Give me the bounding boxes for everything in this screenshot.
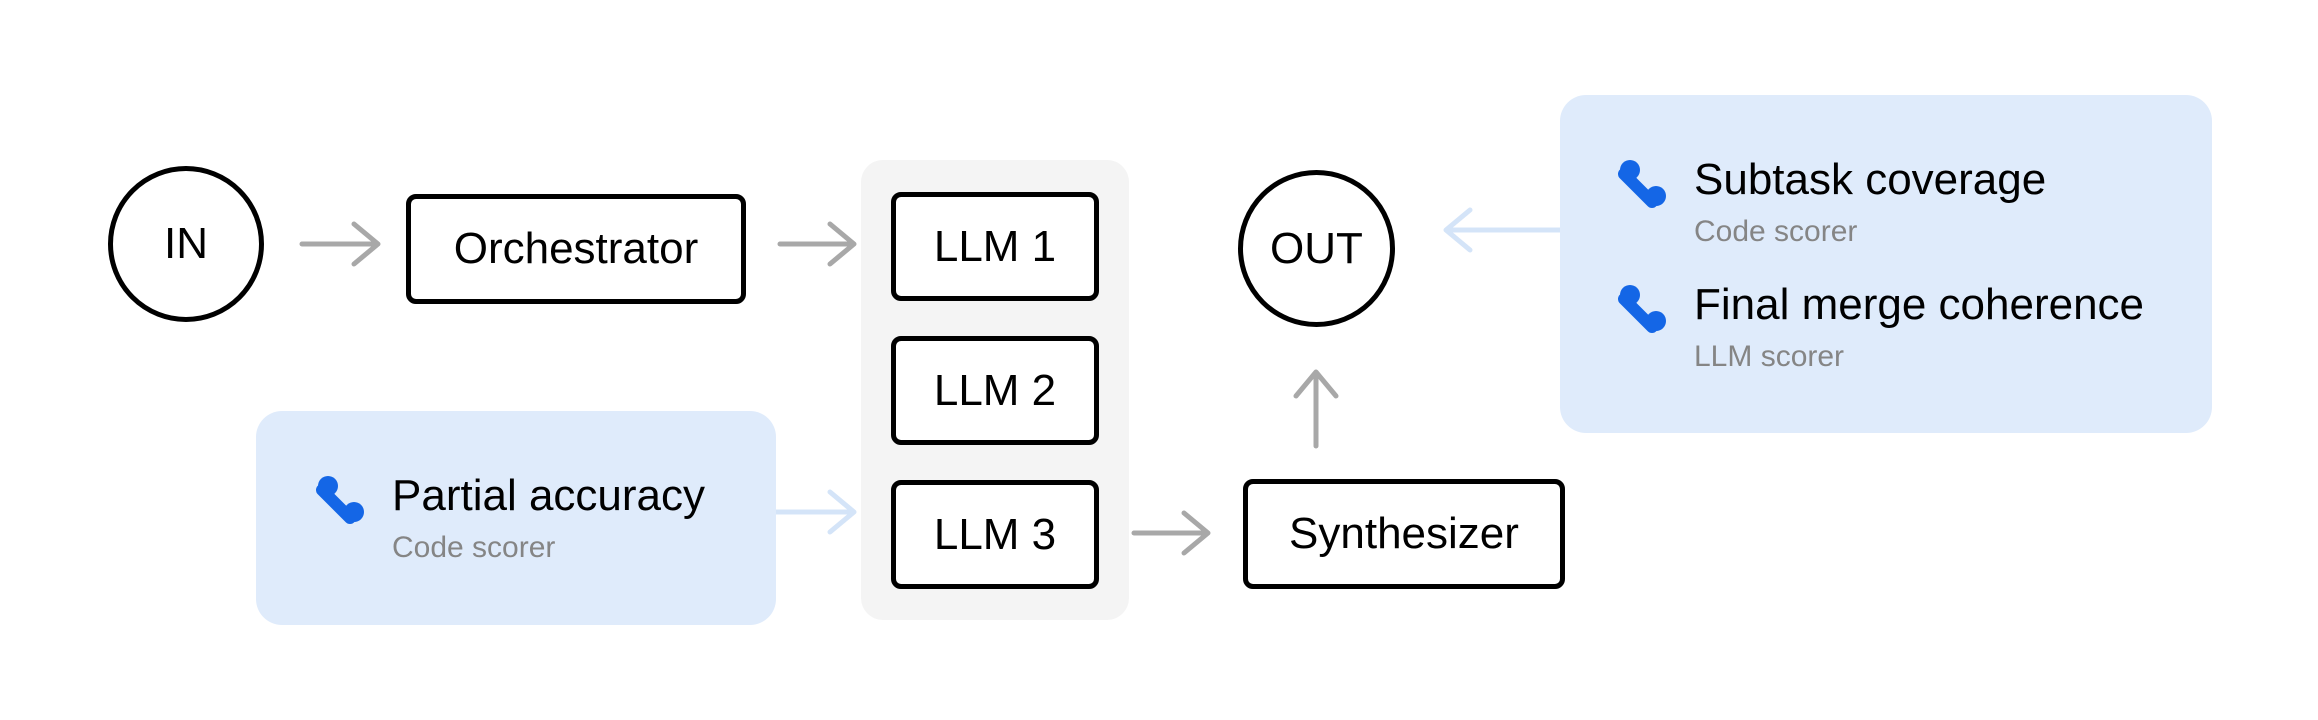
in-label: IN <box>164 219 208 268</box>
arrow-orchestrator-to-llms <box>777 221 857 267</box>
arrow-in-to-orchestrator <box>299 221 381 267</box>
llm2-node: LLM 2 <box>891 336 1099 445</box>
percent-icon <box>1618 160 1666 208</box>
llm3-label: LLM 3 <box>933 509 1057 559</box>
out-label: OUT <box>1270 223 1363 273</box>
arrow-subtask-scorer-to-out <box>1443 207 1563 253</box>
scorer-title: Partial accuracy <box>392 471 706 520</box>
scorer-title: Subtask coverage <box>1694 155 2047 204</box>
synthesizer-label: Synthesizer <box>1289 509 1519 558</box>
scorer-type: Code scorer <box>1694 215 1858 248</box>
llm3-node: LLM 3 <box>891 480 1099 589</box>
out-node: OUT <box>1238 170 1395 327</box>
scorer-type: LLM scorer <box>1694 340 1845 373</box>
arrow-partial-scorer-to-llm3 <box>773 489 857 535</box>
arrow-synthesizer-to-out <box>1293 369 1339 449</box>
llm1-node: LLM 1 <box>891 192 1099 301</box>
llm2-label: LLM 2 <box>933 365 1057 415</box>
synthesizer-node: Synthesizer <box>1243 479 1565 589</box>
scorer-type: Code scorer <box>392 531 556 564</box>
orchestrator-node: Orchestrator <box>406 194 746 304</box>
orchestrator-label: Orchestrator <box>453 224 699 273</box>
in-node: IN <box>108 166 264 322</box>
out-scorers-panel <box>1560 95 2212 433</box>
arrow-llm3-to-synthesizer <box>1131 510 1211 556</box>
scorer-title: Final merge coherence <box>1694 280 2145 329</box>
percent-icon <box>316 476 364 524</box>
llm1-label: LLM 1 <box>933 221 1057 271</box>
percent-icon <box>1618 285 1666 333</box>
